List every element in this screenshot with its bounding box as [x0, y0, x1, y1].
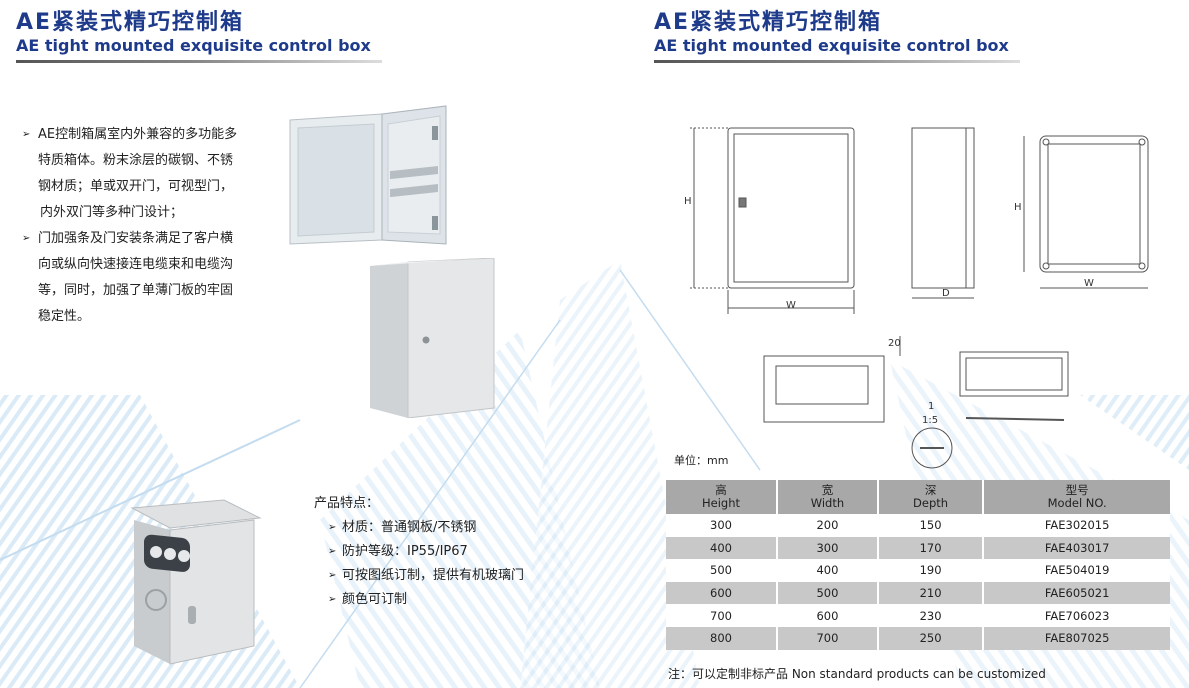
- customization-note: 注：可以定制非标产品 Non standard products can be …: [668, 667, 1046, 681]
- product-features: 产品特点： ➢材质：普通钢板/不锈钢 ➢防护等级：IP55/IP67 ➢可按图纸…: [314, 492, 524, 612]
- cell-depth: 190: [877, 559, 985, 582]
- cell-depth: 230: [877, 604, 985, 627]
- ratio-top-label: 1: [928, 401, 934, 412]
- cell-width: 600: [777, 604, 879, 627]
- left-heading-en: AE tight mounted exquisite control box: [16, 36, 371, 55]
- feature-item: ➢颜色可订制: [314, 588, 524, 612]
- table-row: 800 700 250 FAE807025: [666, 626, 1170, 650]
- arrow-icon: ➢: [328, 594, 337, 605]
- product-description: ➢ AE控制箱属室内外兼容的多功能多 特质箱体。粉末涂层的碳钢、不锈 钢材质；单…: [22, 122, 258, 330]
- features-title: 产品特点：: [314, 496, 380, 511]
- description-item: ➢ AE控制箱属室内外兼容的多功能多 特质箱体。粉末涂层的碳钢、不锈 钢材质；单…: [22, 122, 258, 226]
- cell-depth: 170: [877, 536, 985, 560]
- cell-height: 600: [666, 581, 779, 605]
- cell-model: FAE605021: [983, 581, 1170, 605]
- cell-width: 200: [777, 514, 879, 537]
- table-row: 700 600 230 FAE706023: [666, 604, 1170, 627]
- left-heading-rule: [16, 60, 382, 63]
- description-text: 门加强条及门安装条满足了客户横 向或纵向快速接连电缆束和电缆沟 等，同时，加强了…: [38, 231, 234, 324]
- cell-width: 300: [777, 536, 879, 560]
- description-item: ➢ 门加强条及门安装条满足了客户横 向或纵向快速接连电缆束和电缆沟 等，同时，加…: [22, 226, 258, 330]
- cell-height: 700: [666, 604, 779, 627]
- back-view: [1023, 135, 1149, 289]
- right-heading-rule: [654, 60, 1020, 63]
- top-view: [959, 351, 1069, 397]
- cell-width: 400: [777, 559, 879, 582]
- feature-item: ➢可按图纸订制，提供有机玻璃门: [314, 564, 524, 588]
- rain-cover-cabinet-image: [130, 499, 262, 665]
- dim-w2-label: W: [1084, 278, 1094, 289]
- cell-height: 800: [666, 626, 779, 650]
- side-view: [911, 127, 975, 299]
- front-view: [690, 127, 855, 314]
- description-text: AE控制箱属室内外兼容的多功能多 特质箱体。粉末涂层的碳钢、不锈 钢材质；单或双…: [38, 127, 238, 220]
- bottom-view: [763, 336, 901, 423]
- dim-w1-label: W: [786, 300, 796, 311]
- left-heading-zh: AE紧装式精巧控制箱: [16, 10, 245, 35]
- cell-depth: 250: [877, 626, 985, 650]
- cell-height: 300: [666, 514, 779, 537]
- dim-h2-label: H: [1014, 202, 1022, 213]
- cell-model: FAE302015: [983, 514, 1170, 537]
- right-heading-zh: AE紧装式精巧控制箱: [654, 10, 883, 35]
- cell-width: 500: [777, 581, 879, 605]
- feature-item: ➢防护等级：IP55/IP67: [314, 540, 524, 564]
- arrow-icon: ➢: [22, 233, 31, 244]
- detail-view: [911, 417, 1065, 469]
- dim-20-label: 20: [888, 338, 901, 349]
- technical-drawing: H W D H W 20 1 1:5: [684, 127, 1149, 469]
- ratio-bottom-label: 1:5: [922, 415, 938, 426]
- table-row: 600 500 210 FAE605021: [666, 581, 1170, 605]
- cell-height: 400: [666, 536, 779, 560]
- arrow-icon: ➢: [22, 129, 31, 140]
- unit-label: 单位：mm: [674, 454, 729, 467]
- dim-d-label: D: [942, 288, 950, 299]
- cell-model: FAE504019: [983, 559, 1170, 582]
- cell-depth: 150: [877, 514, 985, 537]
- table-row: 500 400 190 FAE504019: [666, 559, 1170, 582]
- table-row: 400 300 170 FAE403017: [666, 536, 1170, 560]
- closed-cabinet-image: [370, 258, 495, 418]
- cell-model: FAE807025: [983, 626, 1170, 650]
- arrow-icon: ➢: [328, 570, 337, 581]
- arrow-icon: ➢: [328, 522, 337, 533]
- cell-height: 500: [666, 559, 779, 582]
- cell-model: FAE403017: [983, 536, 1170, 560]
- right-heading: AE紧装式精巧控制箱 AE tight mounted exquisite co…: [654, 10, 1020, 63]
- feature-item: ➢材质：普通钢板/不锈钢: [314, 516, 524, 540]
- cell-model: FAE706023: [983, 604, 1170, 627]
- left-heading: AE紧装式精巧控制箱 AE tight mounted exquisite co…: [16, 10, 382, 63]
- cell-width: 700: [777, 626, 879, 650]
- cell-depth: 210: [877, 581, 985, 605]
- right-heading-en: AE tight mounted exquisite control box: [654, 36, 1009, 55]
- arrow-icon: ➢: [328, 546, 337, 557]
- table-row: 300 200 150 FAE302015: [666, 514, 1170, 537]
- dim-h1-label: H: [684, 196, 692, 207]
- open-cabinet-image: [289, 105, 447, 245]
